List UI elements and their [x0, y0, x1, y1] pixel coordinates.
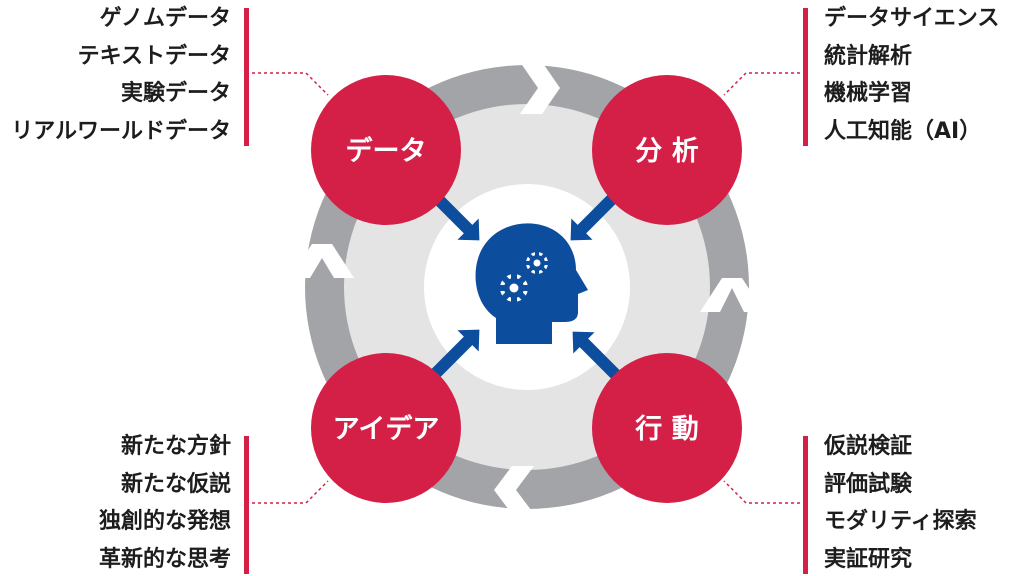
- list-item: 統計解析: [824, 43, 913, 69]
- list-item: 独創的な発想: [98, 509, 231, 534]
- connector-data: [252, 72, 329, 96]
- data-sources-list: ゲノムデータ テキストデータ 実験データ リアルワールドデータ: [0, 0, 231, 150]
- bracket-bar-analysis: [803, 8, 808, 146]
- node-analysis: 分 析: [592, 75, 742, 225]
- bracket-bar-action: [803, 436, 808, 574]
- list-item: 新たな仮説: [120, 471, 231, 497]
- actions-list: 仮説検証 評価試験 モダリティ探索 実証研究: [824, 428, 1024, 576]
- ring-chevron-bottom: [494, 466, 534, 514]
- gear-small-icon: [525, 251, 549, 275]
- bracket-bar-idea: [244, 436, 249, 574]
- list-item: 実験データ: [120, 81, 231, 106]
- node-data: データ: [311, 75, 461, 225]
- connector-idea: [252, 480, 329, 504]
- list-item: 新たな方針: [120, 434, 231, 459]
- node-analysis-label: 分 析: [635, 136, 698, 167]
- ring-chevron-top: [520, 62, 560, 114]
- node-action-label: 行 動: [634, 413, 698, 445]
- list-item: 評価試験: [824, 471, 913, 497]
- list-item: テキストデータ: [77, 43, 231, 69]
- gear-large-icon: [499, 273, 529, 303]
- list-item: リアルワールドデータ: [11, 118, 231, 144]
- list-item: 人工知能（AI）: [824, 118, 982, 144]
- analysis-methods-list: データサイエンス 統計解析 機械学習 人工知能（AI）: [824, 0, 1024, 150]
- connector-analysis: [723, 72, 800, 96]
- head-with-gears-icon: [475, 223, 588, 344]
- list-item: 実証研究: [824, 546, 913, 572]
- node-action: 行 動: [592, 353, 742, 503]
- list-item: 仮説検証: [824, 434, 913, 459]
- list-item: ゲノムデータ: [99, 6, 231, 31]
- list-item: データサイエンス: [824, 6, 1000, 31]
- list-item: モダリティ探索: [824, 509, 977, 534]
- ring-chevron-left: [290, 244, 354, 278]
- node-idea-label: アイデア: [333, 413, 440, 445]
- connector-action: [723, 480, 800, 504]
- node-idea: アイデア: [311, 353, 461, 503]
- ideas-list: 新たな方針 新たな仮説 独創的な発想 革新的な思考: [31, 428, 231, 576]
- list-item: 革新的な思考: [98, 546, 231, 572]
- ring-chevron-right: [700, 278, 764, 312]
- list-bracket-bars: [244, 8, 808, 574]
- bracket-bar-data: [244, 8, 249, 146]
- node-data-label: データ: [346, 135, 427, 167]
- connector-lines: [252, 72, 800, 504]
- list-item: 機械学習: [824, 81, 913, 106]
